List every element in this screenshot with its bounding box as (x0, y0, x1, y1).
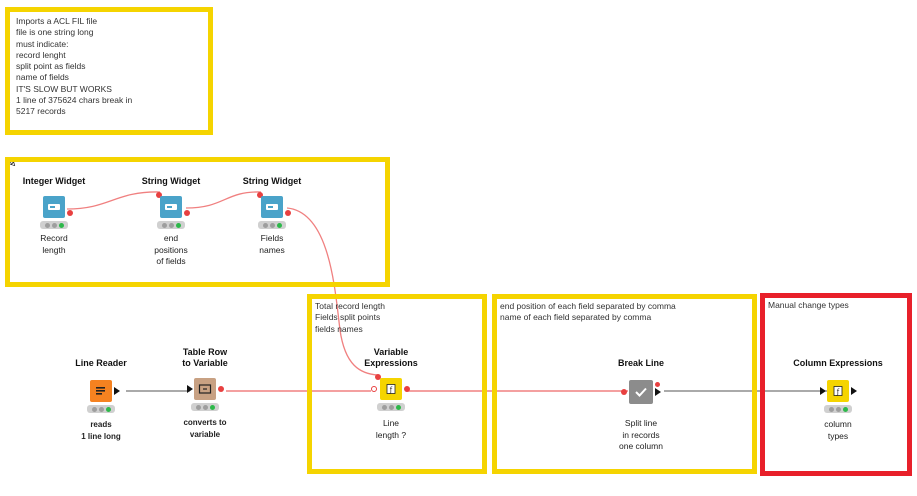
data-in-port[interactable] (820, 387, 826, 395)
node-description[interactable]: Record length (40, 233, 68, 255)
node-description[interactable]: converts to variable (183, 418, 227, 439)
pencil-icon: ✎ (5, 154, 17, 170)
flow-connection-string2-to-variable-expressions[interactable] (286, 207, 379, 376)
node-status-indicator (377, 403, 405, 411)
converter-icon[interactable] (194, 378, 216, 400)
node-status-indicator (824, 405, 852, 413)
node-title: Break Line (617, 358, 665, 368)
node-title: String Widget (141, 176, 201, 186)
annotation-breakline-note-text: end position of each field separated by … (500, 301, 676, 323)
node-string-widget-field-names[interactable]: String Widget Fields names (217, 176, 327, 256)
flow-in-port[interactable] (621, 389, 627, 395)
flow-in-port-top[interactable] (375, 374, 381, 380)
annotation-widgets-group[interactable] (5, 157, 390, 287)
node-status-indicator (258, 221, 286, 229)
reader-icon[interactable] (90, 380, 112, 402)
node-description[interactable]: Split line in records one column (619, 418, 663, 451)
node-table-row-to-variable[interactable]: Table Row to Variable converts to variab… (150, 347, 260, 440)
node-line-reader[interactable]: Line Reader reads 1 line long (46, 358, 156, 442)
svg-text:ƒ: ƒ (836, 388, 840, 396)
svg-text:ƒ: ƒ (389, 386, 393, 394)
annotation-breakline-note[interactable]: end position of each field separated by … (492, 294, 757, 474)
flow-connection-integer-to-string1[interactable] (66, 191, 161, 210)
component-icon[interactable] (629, 380, 653, 404)
flow-in-port[interactable] (257, 192, 263, 198)
flow-out-port[interactable] (67, 210, 73, 216)
expression-icon[interactable]: ƒ (827, 380, 849, 402)
widget-icon[interactable] (160, 196, 182, 218)
node-description[interactable]: Line length ? (375, 418, 407, 440)
node-column-expressions[interactable]: Column Expressions ƒ column types (783, 358, 893, 442)
node-description[interactable]: end positions of fields (154, 233, 188, 266)
widget-icon[interactable] (261, 196, 283, 218)
node-break-line[interactable]: Break Line Split line in records one col… (586, 358, 696, 453)
node-description[interactable]: reads 1 line long (81, 420, 121, 441)
data-in-port[interactable] (187, 385, 193, 393)
node-title: Table Row to Variable (182, 347, 228, 368)
node-variable-expressions[interactable]: Variable Expressions ƒ Line length ? (336, 347, 446, 441)
data-out-port[interactable] (851, 387, 857, 395)
flow-out-port[interactable] (285, 210, 291, 216)
node-title: Variable Expressions (364, 347, 418, 368)
flow-out-port[interactable] (184, 210, 190, 216)
flow-in-port[interactable] (371, 386, 377, 392)
expression-icon[interactable]: ƒ (380, 378, 402, 400)
annotation-import-note[interactable]: Imports a ACL FIL file file is one strin… (5, 7, 213, 135)
annotation-import-note-text: Imports a ACL FIL file file is one strin… (16, 16, 133, 117)
flow-connection-string1-to-string2[interactable] (185, 191, 262, 209)
node-status-indicator (87, 405, 115, 413)
flow-in-port[interactable] (156, 192, 162, 198)
node-description[interactable]: column types (824, 419, 852, 441)
node-string-widget-end-positions[interactable]: String Widget end positions of fields (116, 176, 226, 268)
widget-icon[interactable] (43, 196, 65, 218)
flow-out-port[interactable] (404, 386, 410, 392)
node-description[interactable]: Fields names (259, 233, 285, 255)
data-out-port[interactable] (114, 387, 120, 395)
flow-out-port[interactable] (218, 386, 224, 392)
node-title: String Widget (242, 176, 302, 186)
node-status-indicator (191, 403, 219, 411)
node-title: Integer Widget (22, 176, 86, 186)
annotation-column-note[interactable]: Manual change types (760, 293, 912, 476)
annotation-variable-note[interactable]: Total record length Fields split points … (307, 294, 487, 474)
annotation-variable-note-text: Total record length Fields split points … (315, 301, 385, 334)
node-title: Line Reader (75, 358, 127, 368)
flow-out-port[interactable] (655, 382, 660, 387)
node-status-indicator (40, 221, 68, 229)
data-out-port[interactable] (655, 388, 661, 396)
node-status-indicator (157, 221, 185, 229)
node-integer-widget[interactable]: Integer Widget Record length (0, 176, 109, 256)
annotation-column-note-text: Manual change types (768, 300, 849, 310)
node-title: Column Expressions (793, 358, 883, 368)
